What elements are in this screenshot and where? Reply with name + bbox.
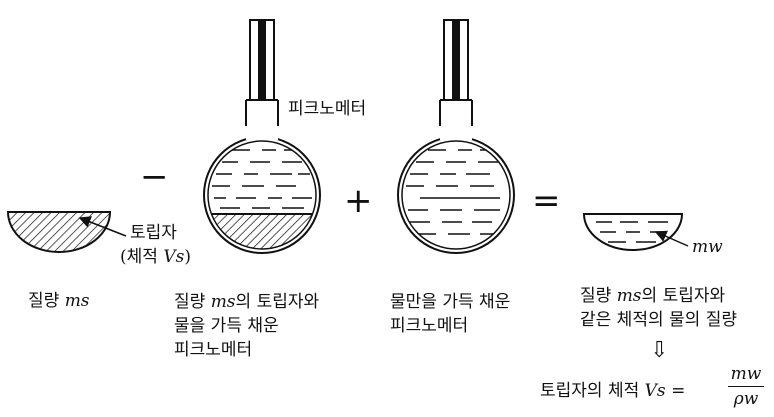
equals-operator: =	[532, 181, 561, 221]
soil-solids-arrow	[78, 216, 127, 237]
fraction-numerator: mw	[730, 364, 762, 384]
pycnometer-water-only-drawing	[397, 19, 515, 254]
water-mass-label: mw	[692, 237, 723, 257]
water-equivalent-caption: 질량 ms의 토립자와 같은 체적의 물의 질량	[580, 286, 737, 330]
soil-solids-volume-label: (체적 Vs)	[120, 247, 191, 267]
water-equivalent-arrow	[654, 230, 689, 247]
pycnometer-with-solids-drawing	[203, 19, 321, 254]
water-equivalent-dish	[582, 213, 684, 251]
pycnometer-label: 피크노메터	[288, 99, 367, 119]
fraction-denominator: ρw	[733, 389, 759, 409]
pycnometer-with-solids-caption: 질량 ms의 토립자와 물을 가득 채운 피크노메터	[174, 292, 320, 360]
volume-formula-fraction: mw ρw	[728, 364, 764, 409]
minus-operator: −	[140, 157, 169, 197]
volume-formula: 토립자의 체적 Vs =	[540, 381, 686, 401]
down-arrow-icon: ⇩	[650, 338, 669, 363]
soil-solids-arrow-label: 토립자	[130, 223, 177, 243]
soil-solids-caption: 질량 ms	[28, 291, 90, 311]
pycnometer-water-only-caption: 물만을 가득 채운 피크노메터	[390, 292, 511, 336]
soil-solids-dish	[6, 211, 112, 253]
fraction-bar	[728, 386, 764, 387]
plus-operator: +	[344, 181, 373, 221]
